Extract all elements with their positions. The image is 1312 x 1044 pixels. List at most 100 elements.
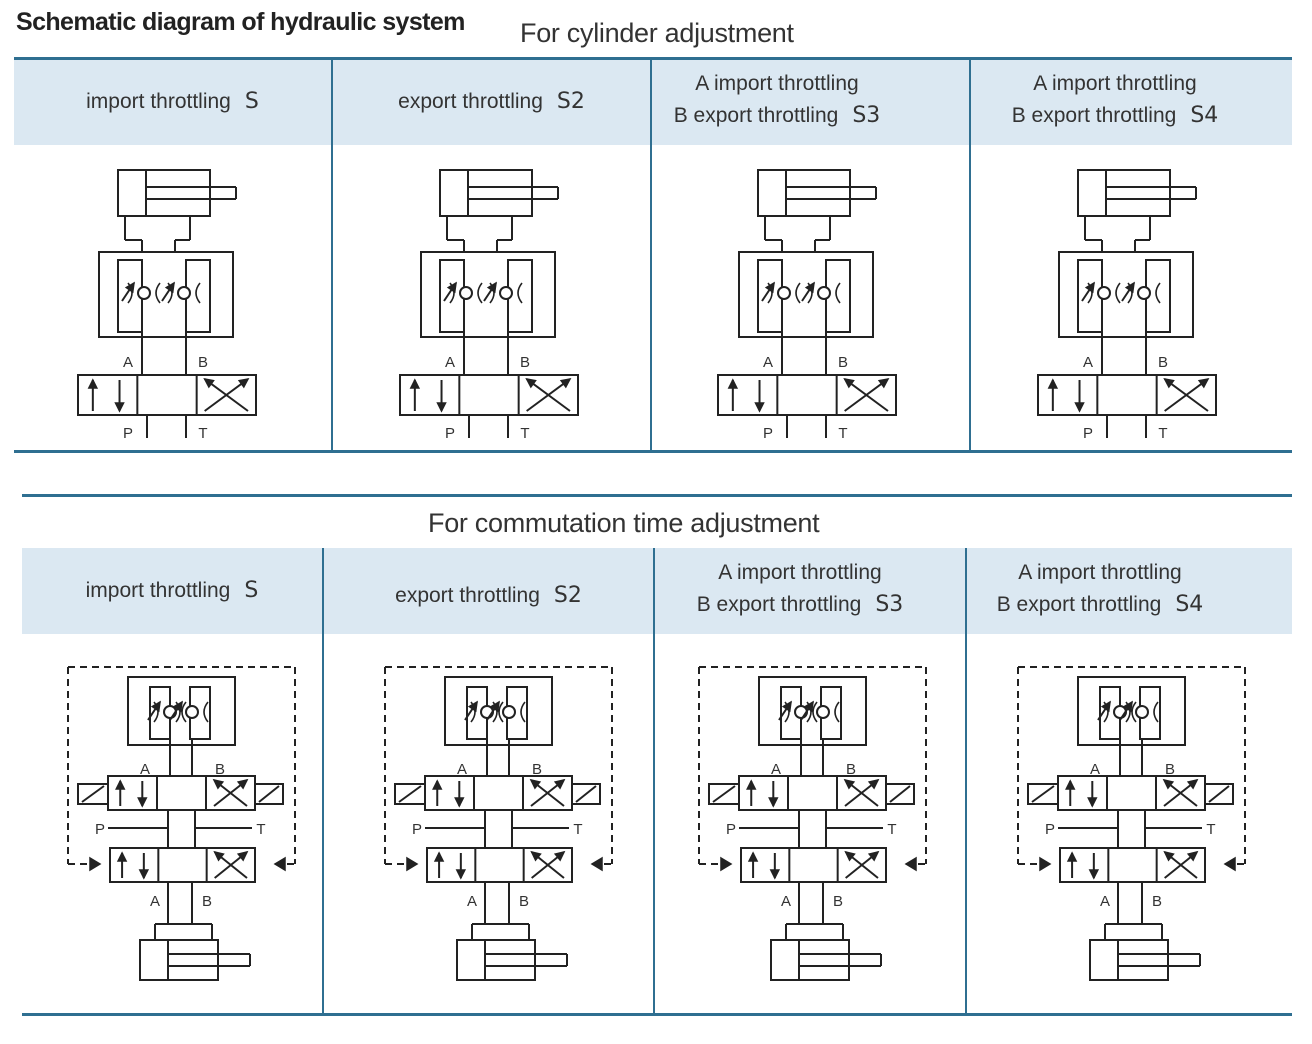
section1-header-band [14, 60, 1292, 145]
hydraulic-cylinder [439, 169, 533, 217]
throttle-symbol [1153, 701, 1159, 723]
check-valve-symbol [185, 705, 199, 719]
port-label-p: P [763, 425, 773, 442]
cell-code: S2 [556, 89, 585, 114]
directional-valve [717, 374, 897, 416]
arrow-head [124, 281, 135, 294]
directional-valve [77, 374, 257, 416]
throttle-symbol [1155, 282, 1161, 304]
arrow-head [236, 778, 249, 790]
arrow-head [454, 797, 465, 808]
arrow-head [1186, 850, 1199, 862]
port-label-b: B [520, 354, 530, 371]
port-label-b: B [846, 761, 856, 778]
arrow-head [436, 402, 447, 413]
port-label-b: B [833, 893, 843, 910]
arrow-head [1088, 869, 1100, 880]
section-title-cylinder: For cylinder adjustment [520, 18, 794, 48]
pilot-arrow [406, 856, 419, 872]
section2-top-rule [22, 494, 1292, 497]
throttle-symbol [477, 282, 483, 304]
port-label-b: B [198, 354, 208, 371]
arrow-head [489, 700, 500, 713]
throttle-symbol [470, 701, 476, 723]
arrow-head [203, 377, 215, 389]
arrow-head [1186, 778, 1199, 790]
arrow-head [746, 779, 757, 790]
port-label-a: A [445, 354, 455, 371]
throttle-symbol [834, 701, 840, 723]
arrow-head [525, 377, 537, 389]
port-label-p: P [726, 821, 736, 838]
bypass-loop [507, 259, 533, 333]
check-valve-symbol [816, 705, 830, 719]
section2-bottom-rule [22, 1013, 1292, 1016]
cell-label: export throttling S2 [333, 86, 650, 118]
cell-code: S4 [1190, 103, 1219, 128]
directional-valve [399, 374, 579, 416]
port-label-p: P [445, 425, 455, 442]
arrow-head [164, 281, 175, 294]
port-label-b: B [1165, 761, 1175, 778]
section2-divider [653, 548, 655, 1014]
cell-code: S [244, 89, 259, 114]
throttle-symbol [492, 701, 498, 723]
hydraulic-cylinder [139, 939, 219, 981]
arrow-head [455, 869, 467, 880]
arrow-head [486, 281, 497, 294]
port-label-t: T [573, 821, 582, 838]
arrow-head [409, 378, 421, 389]
throttle-symbol [203, 701, 209, 723]
flow-arrow [1164, 378, 1209, 412]
pilot-directional-valve [738, 775, 887, 811]
main-directional-valve [109, 847, 256, 883]
pilot-directional-valve [107, 775, 256, 811]
port-label-p: P [95, 821, 105, 838]
hydraulic-cylinder [1077, 169, 1171, 217]
throttle-symbol [449, 282, 455, 304]
section2-divider [322, 548, 324, 1014]
port-label-b: B [1152, 893, 1162, 910]
hydraulic-cylinder [770, 939, 850, 981]
cell-code: S [244, 578, 259, 603]
port-label-a: A [140, 761, 150, 778]
throttle-symbol [807, 282, 813, 304]
cell-label-text: A import throttling [695, 72, 859, 95]
cell-label-text: B export throttling [696, 593, 862, 616]
port-label-a: A [771, 761, 781, 778]
arrow-head [432, 779, 443, 790]
arrow-head [1163, 377, 1175, 389]
check-valve-symbol [502, 705, 516, 719]
hydraulic-cylinder [1089, 939, 1169, 981]
throttle-symbol [1087, 282, 1093, 304]
arrow-head [803, 700, 814, 713]
port-label-a: A [1100, 893, 1110, 910]
port-label-p: P [1083, 425, 1093, 442]
check-valve-symbol [777, 286, 791, 300]
arrow-head [236, 850, 249, 862]
throttle-symbol [153, 701, 159, 723]
arrow-head [212, 778, 225, 790]
port-label-t: T [198, 425, 207, 442]
arrow-head [1163, 850, 1175, 862]
port-label-p: P [412, 821, 422, 838]
pilot-arrow [273, 856, 286, 872]
throttle-symbol [812, 701, 818, 723]
flow-arrow [526, 378, 571, 412]
pilot-arrow [720, 856, 733, 872]
cell-label-text: export throttling [398, 90, 543, 113]
arrow-head [769, 869, 781, 880]
arrow-head [768, 797, 779, 808]
throttle-symbol [1125, 701, 1131, 723]
port-label-a: A [763, 354, 773, 371]
hydraulic-cylinder [117, 169, 211, 217]
throttle-symbol [498, 701, 504, 723]
